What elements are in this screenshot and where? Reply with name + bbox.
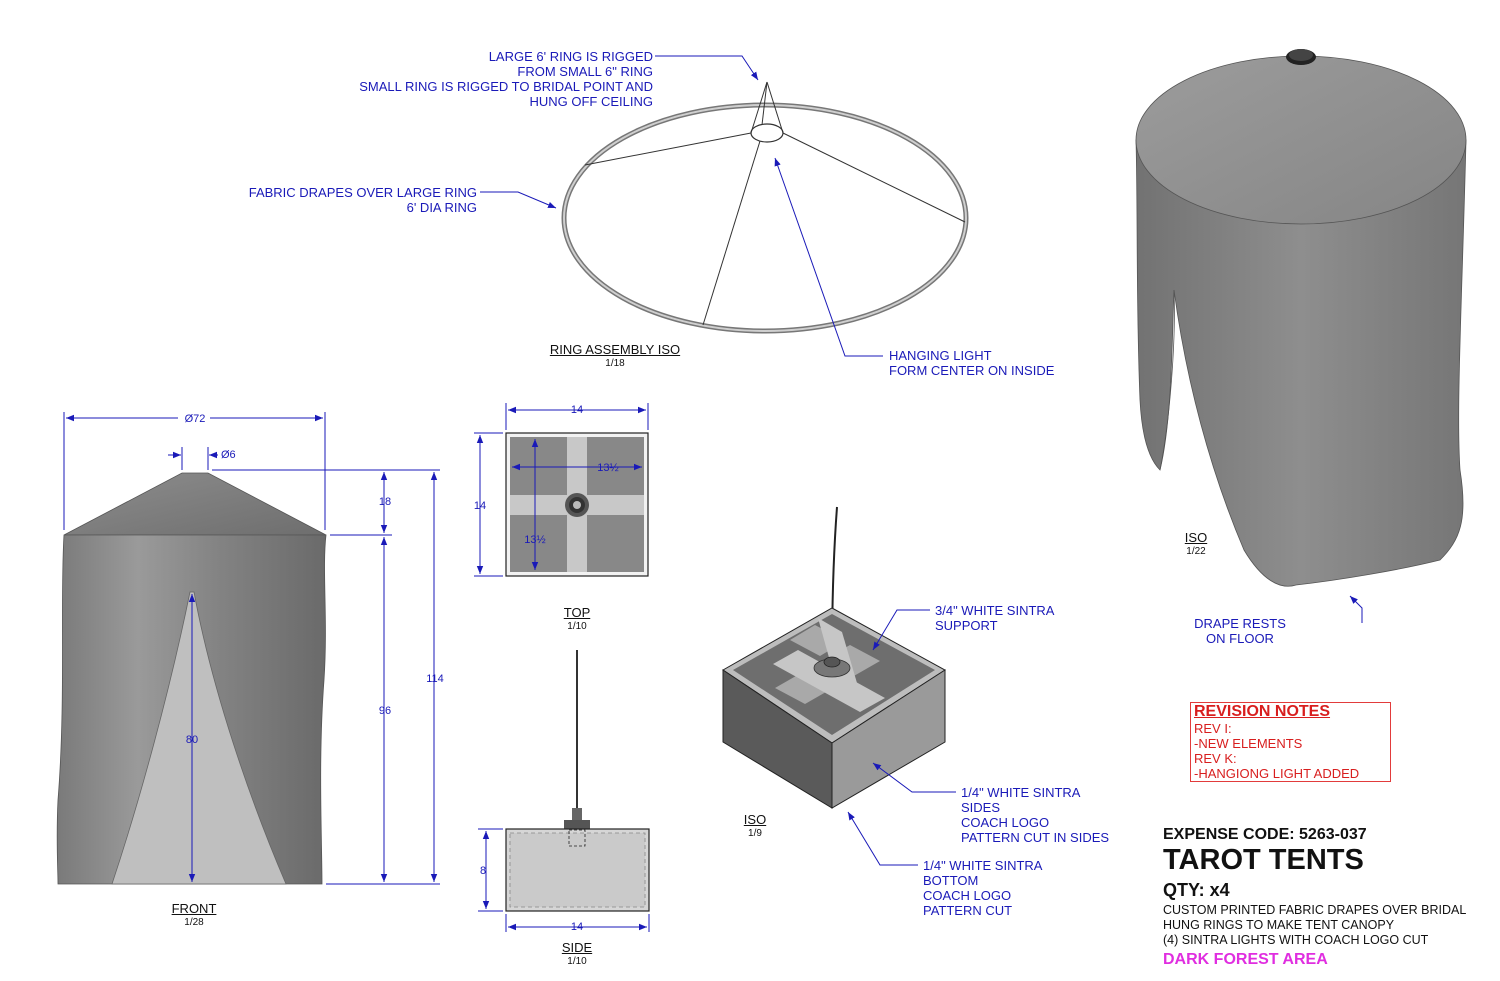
note-sintra-support: 3/4" WHITE SINTRA SUPPORT [935, 603, 1055, 633]
revision-notes-heading: REVISION NOTES [1194, 703, 1331, 720]
top-view-drawing [505, 432, 649, 577]
note-ring-rigging: LARGE 6' RING IS RIGGED FROM SMALL 6" RI… [359, 49, 653, 109]
project-title: TAROT TENTS [1163, 844, 1364, 876]
ring-assembly-title: RING ASSEMBLY ISO 1/18 [549, 342, 681, 370]
dim-side-height: 8 [480, 865, 486, 877]
note-drape-rests: DRAPE RESTS ON FLOOR [1194, 616, 1286, 646]
revision-notes-box: REVISION NOTES REV I: -NEW ELEMENTS REV … [1190, 702, 1391, 782]
revision-line: REV K: [1194, 751, 1237, 766]
note-fabric-drapes: FABRIC DRAPES OVER LARGE RING 6' DIA RIN… [248, 185, 477, 215]
tent-iso-title: ISO 1/22 [1184, 530, 1208, 558]
light-iso-drawing [722, 506, 946, 809]
dim-front-opening-height: 80 [186, 734, 198, 746]
note-sintra-bottom: 1/4" WHITE SINTRA BOTTOM COACH LOGO PATT… [923, 858, 1043, 918]
side-view-drawing [505, 650, 650, 912]
revision-line: -HANGIONG LIGHT ADDED [1194, 766, 1360, 781]
dim-front-total-height: 114 [426, 673, 444, 685]
revision-line: REV I: [1194, 721, 1232, 736]
tent-iso-drawing [1135, 49, 1467, 587]
dim-top-width: 14 [571, 404, 583, 416]
note-hanging-light: HANGING LIGHT FORM CENTER ON INSIDE [889, 348, 1055, 378]
dim-front-wall-height: 96 [379, 705, 391, 717]
dim-front-cone-height: 18 [379, 496, 391, 508]
revision-line: -NEW ELEMENTS [1194, 736, 1303, 751]
dim-side-width: 14 [571, 921, 583, 933]
top-view-title: TOP 1/10 [563, 605, 591, 633]
note-sintra-sides: 1/4" WHITE SINTRA SIDES COACH LOGO PATTE… [961, 785, 1110, 845]
expense-code: EXPENSE CODE: 5263-037 [1163, 826, 1367, 843]
dim-top-cross-v: 13½ [524, 534, 545, 546]
area-name: DARK FOREST AREA [1163, 951, 1328, 968]
side-view-title: SIDE 1/10 [561, 940, 593, 968]
light-iso-title: ISO 1/9 [743, 812, 767, 840]
dim-front-diameter: Ø72 [185, 413, 206, 425]
dim-top-cross-h: 13½ [597, 462, 618, 474]
description: CUSTOM PRINTED FABRIC DRAPES OVER BRIDAL… [1163, 903, 1467, 947]
ring-assembly-drawing [561, 81, 969, 334]
dim-front-top-diameter: Ø6 [221, 449, 236, 461]
dim-top-height: 14 [474, 500, 486, 512]
front-view-title: FRONT 1/28 [171, 901, 217, 929]
quantity: QTY: x4 [1163, 880, 1230, 900]
